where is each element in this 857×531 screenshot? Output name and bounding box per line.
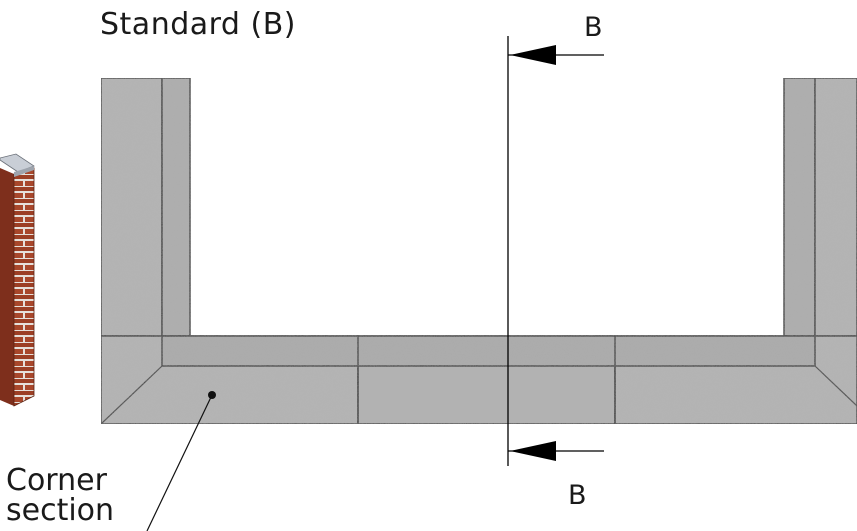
callout-leader [146, 391, 216, 531]
section-cut-line [507, 36, 604, 466]
left-corner-miter [100, 365, 163, 425]
concrete-footing [100, 77, 857, 425]
right-wall-inner [783, 77, 816, 337]
callout-line-2: section [6, 493, 115, 528]
section-label-top: B [584, 12, 603, 43]
section-label-bottom: B [568, 480, 587, 511]
right-wall-outer [814, 77, 857, 337]
section-arrow-icon [510, 45, 556, 65]
section-arrow-icon [510, 441, 556, 461]
base-ledge-strip [161, 335, 816, 367]
drawing-title: Standard (B) [100, 7, 297, 42]
brick-pier-icon [0, 153, 35, 407]
callout-line-1: Corner [6, 463, 107, 498]
left-wall-inner [161, 77, 191, 337]
corner-section-callout: Corner section [6, 466, 114, 526]
left-wall-outer [100, 77, 163, 337]
right-corner-miter [814, 365, 857, 407]
